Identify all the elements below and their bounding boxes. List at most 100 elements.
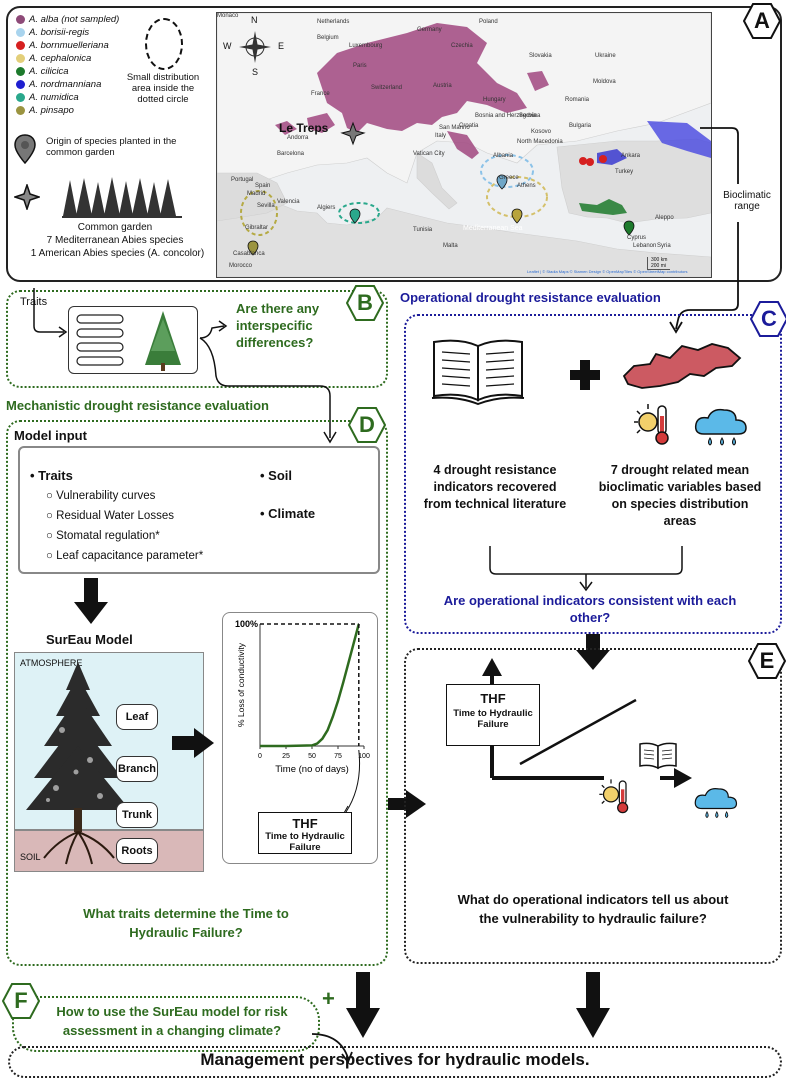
legend-swatch <box>16 80 25 89</box>
map-place-label: Paris <box>353 63 367 69</box>
legend-item: A. alba (not sampled) <box>16 14 119 25</box>
book-icon <box>431 339 525 406</box>
map-attribution: Leaflet | © Stadia Maps © Stamen Design … <box>527 269 688 274</box>
panel-c-header: Operational drought resistance evaluatio… <box>400 290 661 305</box>
compass-n: N <box>251 15 258 25</box>
legend-item: A. pinsapo <box>16 105 74 116</box>
legend-swatch <box>16 15 25 24</box>
map-place-label: Hungary <box>483 97 506 103</box>
model-node-leaf: Leaf <box>116 704 158 730</box>
legend-label: A. borisii-regis <box>29 27 90 38</box>
map-place-label: Morocco <box>229 263 253 269</box>
map-place-label: Poland <box>479 19 498 25</box>
soil-bullet: • <box>260 468 269 483</box>
y-axis-label: % Loss of conductivity <box>236 642 246 727</box>
compass-s: S <box>252 67 259 77</box>
origin-text: Origin of species planted in the common … <box>46 136 177 158</box>
x-tick-label: 100 <box>358 753 370 760</box>
legend-label: A. cilicica <box>29 66 69 77</box>
map-place-label: Monaco <box>217 13 239 19</box>
panel-c-bracket <box>489 546 683 592</box>
small-thermometer-sun-icon <box>599 779 629 814</box>
map-place-label: Italy <box>435 133 447 139</box>
plc-curve <box>260 623 361 748</box>
x-tick-label: 25 <box>282 753 290 760</box>
legend-swatch <box>16 67 25 76</box>
legend-item: A. nordmanniana <box>16 79 101 90</box>
map-place-label: Greece <box>499 175 519 181</box>
soil-label: SOIL <box>20 852 41 862</box>
panel-b-badge: B <box>346 284 384 322</box>
fir-tree-icon <box>26 662 130 865</box>
le-treps-label: Le Treps <box>279 121 329 135</box>
f-curve-arrow <box>311 1033 353 1064</box>
garden-line2: 1 American Abies species (A. concolor) <box>30 248 205 259</box>
legend-item: A. cilicica <box>16 66 69 77</box>
map-place-label: Andorra <box>287 135 309 141</box>
panel-d-badge: D <box>348 406 386 444</box>
legend-swatch <box>16 54 25 63</box>
map-place-label: Aleppo <box>655 215 674 221</box>
map-place-label: Croatia <box>459 123 479 129</box>
map-place-label: Portugal <box>231 177 254 183</box>
distribution-area-icon <box>622 343 742 389</box>
model-input-label: Model input <box>14 428 87 443</box>
panel-e-question: What do operational indicators tell us a… <box>457 892 729 926</box>
map-place-label: Vatican City <box>413 151 445 157</box>
legend-swatch <box>16 41 25 50</box>
panel-e-thf-sub: Time to Hydraulic Failure <box>453 708 533 730</box>
model-node-roots: Roots <box>116 838 158 864</box>
x-tick-label: 50 <box>308 753 316 760</box>
x-axis-label: Time (no of days) <box>275 764 349 775</box>
small-rain-cloud-icon <box>694 788 738 819</box>
map-place-label: Czechia <box>451 43 473 49</box>
legend-label: A. alba (not sampled) <box>29 14 120 25</box>
map-place-label: Turkey <box>615 169 634 175</box>
map-place-label: Netherlands <box>317 19 350 25</box>
map-place-label: Syria <box>657 243 671 249</box>
map-place-label: Spain <box>255 183 271 189</box>
legend-label: A. cephalonica <box>29 53 92 64</box>
map-place-label: Lebanon <box>633 243 657 249</box>
traits-title: Traits <box>38 468 73 483</box>
legend-item: A. cephalonica <box>16 53 91 64</box>
map-place-label: Cyprus <box>627 235 647 241</box>
panel-d <box>6 420 388 966</box>
panel-b-question: Are there any interspecific differences? <box>236 301 320 350</box>
traits-list: ○ Vulnerability curves○ Residual Water L… <box>46 486 203 566</box>
trait-item: ○ Stomatal regulation* <box>46 530 160 542</box>
trait-item: ○ Vulnerability curves <box>46 490 156 502</box>
e-down-arrow-icon <box>576 972 610 1038</box>
legend-swatch <box>16 28 25 37</box>
x-tick-label: 0 <box>258 753 262 760</box>
footer-text: Management perspectives for hydraulic mo… <box>200 1050 590 1069</box>
model-node-trunk: Trunk <box>116 802 158 828</box>
forest-icon <box>62 177 182 218</box>
traits-connector <box>33 288 337 444</box>
climate-bullet: • <box>260 506 269 521</box>
d-down-arrow-icon <box>346 972 380 1038</box>
top-label: 100% <box>235 619 258 629</box>
map-place-label: Bosnia and Herzegovina <box>475 113 541 119</box>
bioclimatic-label: Bioclimatic range <box>723 190 771 212</box>
panel-d-question: What traits determine the Time to Hydrau… <box>83 906 289 940</box>
legend-item: A. borisii-regis <box>16 27 89 38</box>
map-place-label: Valencia <box>277 199 300 205</box>
panel-c-right-text: 7 drought related mean bioclimatic varia… <box>598 463 762 528</box>
legend-label: A. bornmuelleriana <box>29 40 109 51</box>
map-place-label: Germany <box>417 27 442 33</box>
map-place-label: Albania <box>493 153 514 159</box>
map-place-label: Austria <box>433 83 452 89</box>
sureau-title: SurEau Model <box>46 632 133 647</box>
right-arrow-icon <box>172 728 214 758</box>
map-place-label: Kosovo <box>531 129 552 135</box>
origin-pin-icon <box>14 134 36 164</box>
map-place-label: North Macedonia <box>517 139 563 145</box>
panel-c <box>404 314 782 634</box>
legend-swatch <box>16 93 25 102</box>
compass-w: W <box>223 41 232 51</box>
panel-b <box>6 290 388 388</box>
map-place-label: Slovakia <box>529 53 552 59</box>
